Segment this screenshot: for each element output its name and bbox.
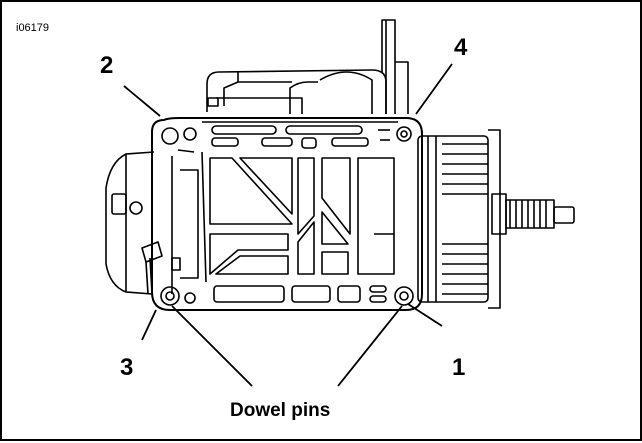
case-face: [151, 117, 423, 311]
upright-bracket: [381, 19, 409, 114]
callout-3: 3: [120, 354, 134, 381]
callout-4: 4: [454, 34, 468, 61]
callout-2: 2: [100, 52, 114, 79]
output-drum: [417, 129, 501, 309]
output-shaft: [491, 193, 575, 235]
callout-1: 1: [452, 354, 466, 381]
figure-id: i06179: [16, 22, 50, 34]
leader-lines: [123, 63, 453, 387]
top-cover: [206, 69, 387, 114]
dowel-pins-label: Dowel pins: [230, 400, 331, 421]
